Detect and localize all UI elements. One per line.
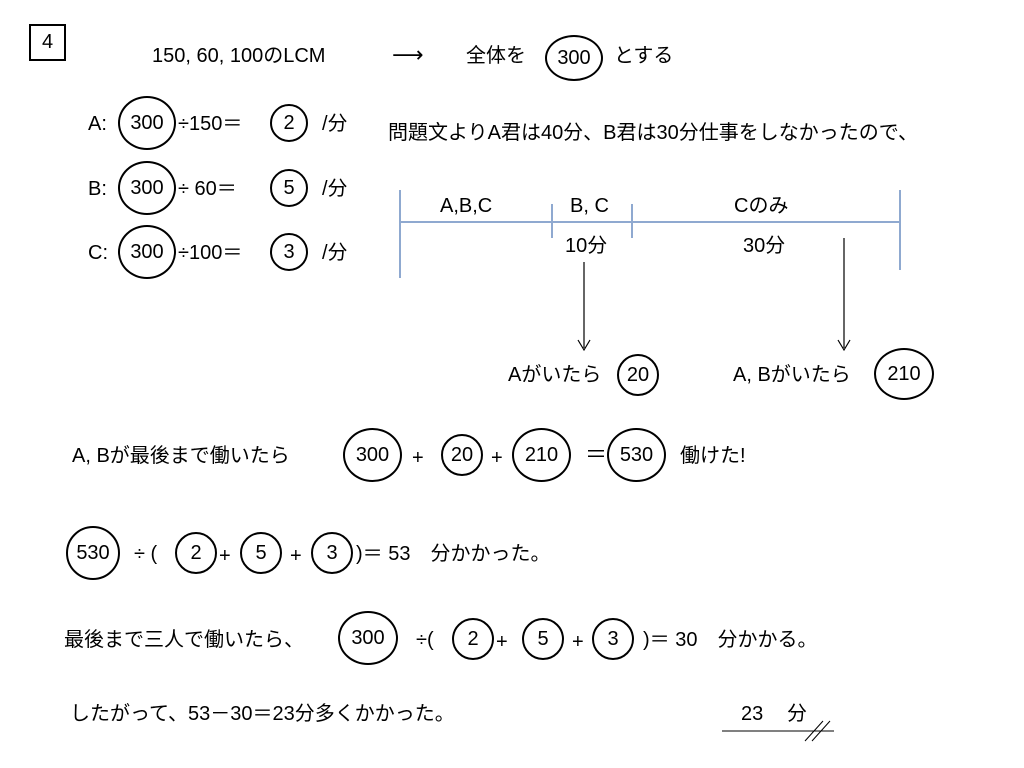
line2-r1-circle: 2 xyxy=(175,532,217,574)
answer-underline xyxy=(722,720,834,742)
whole-pre-text: 全体を xyxy=(466,45,526,67)
rate-b-op: ÷ 60＝ xyxy=(178,178,237,200)
line1-plus2: + xyxy=(491,447,503,469)
rate-a-label: A: xyxy=(88,113,107,135)
rate-c-circle: 3 xyxy=(270,233,308,271)
rate-a-circle: 2 xyxy=(270,104,308,142)
line2-r3-circle: 3 xyxy=(311,532,353,574)
line1-tail: 働けた! xyxy=(680,445,746,467)
line3-plus2: + xyxy=(572,631,584,653)
problem-number: 4 xyxy=(29,24,66,61)
rate-b-label: B: xyxy=(88,178,107,200)
arrow-down-icon xyxy=(577,262,591,352)
rate-b-total-circle: 300 xyxy=(118,161,176,215)
timeline-dur3: 30分 xyxy=(743,235,786,257)
lcm-text: 150, 60, 100のLCM xyxy=(152,45,326,67)
answer-value: 23 xyxy=(741,703,764,725)
rate-a-unit: /分 xyxy=(322,113,348,135)
rate-a-op: ÷150＝ xyxy=(178,113,243,135)
line2-tail: )＝ 53 分かかった。 xyxy=(356,543,551,565)
line1-v3-circle: 210 xyxy=(512,428,571,482)
line2-plus2: + xyxy=(290,545,302,567)
line3-v1-circle: 300 xyxy=(338,611,398,665)
timeline-dur2: 10分 xyxy=(565,235,608,257)
line2-r2-circle: 5 xyxy=(240,532,282,574)
line1-v4-circle: 530 xyxy=(607,428,666,482)
line1-plus1: + xyxy=(412,447,424,469)
line3-text: 最後まで三人で働いたら、 xyxy=(64,629,304,651)
line2-v1-circle: 530 xyxy=(66,526,120,580)
ab-present-text: A, Bがいたら xyxy=(733,364,851,386)
line3-r2-circle: 5 xyxy=(522,618,564,660)
a-present-circle: 20 xyxy=(617,354,659,396)
arrow-down-icon xyxy=(837,238,851,352)
line1-v1-circle: 300 xyxy=(343,428,402,482)
a-present-text: Aがいたら xyxy=(508,364,602,386)
line3-tail: )＝ 30 分かかる。 xyxy=(643,629,818,651)
answer-unit: 分 xyxy=(787,703,807,725)
statement-text: 問題文よりA君は40分、B君は30分仕事をしなかったので、 xyxy=(388,122,918,144)
arrow-right-icon: ⟶ xyxy=(392,42,424,67)
line2-plus1: + xyxy=(219,545,231,567)
line3-plus1: + xyxy=(496,631,508,653)
line3-op: ÷( xyxy=(416,629,434,651)
line3-r1-circle: 2 xyxy=(452,618,494,660)
rate-c-label: C: xyxy=(88,242,108,264)
line1-text: A, Bが最後まで働いたら xyxy=(72,445,290,467)
whole-value-circle: 300 xyxy=(545,35,603,81)
line1-v2-circle: 20 xyxy=(441,434,483,476)
line4-text: したがって、53－30＝23分多くかかった。 xyxy=(70,703,455,725)
rate-c-op: ÷100＝ xyxy=(178,242,243,264)
rate-a-total-circle: 300 xyxy=(118,96,176,150)
rate-b-unit: /分 xyxy=(322,178,348,200)
whole-post-text: とする xyxy=(614,45,674,67)
rate-c-total-circle: 300 xyxy=(118,225,176,279)
ab-present-circle: 210 xyxy=(874,348,934,400)
line3-r3-circle: 3 xyxy=(592,618,634,660)
timeline-seg3-label: Cのみ xyxy=(734,195,789,217)
rate-c-unit: /分 xyxy=(322,242,348,264)
timeline-seg1-label: A,B,C xyxy=(440,195,493,217)
timeline-seg2-label: B, C xyxy=(570,195,609,217)
line1-eq: ＝ xyxy=(585,442,608,467)
line2-op: ÷ ( xyxy=(134,543,158,565)
rate-b-circle: 5 xyxy=(270,169,308,207)
